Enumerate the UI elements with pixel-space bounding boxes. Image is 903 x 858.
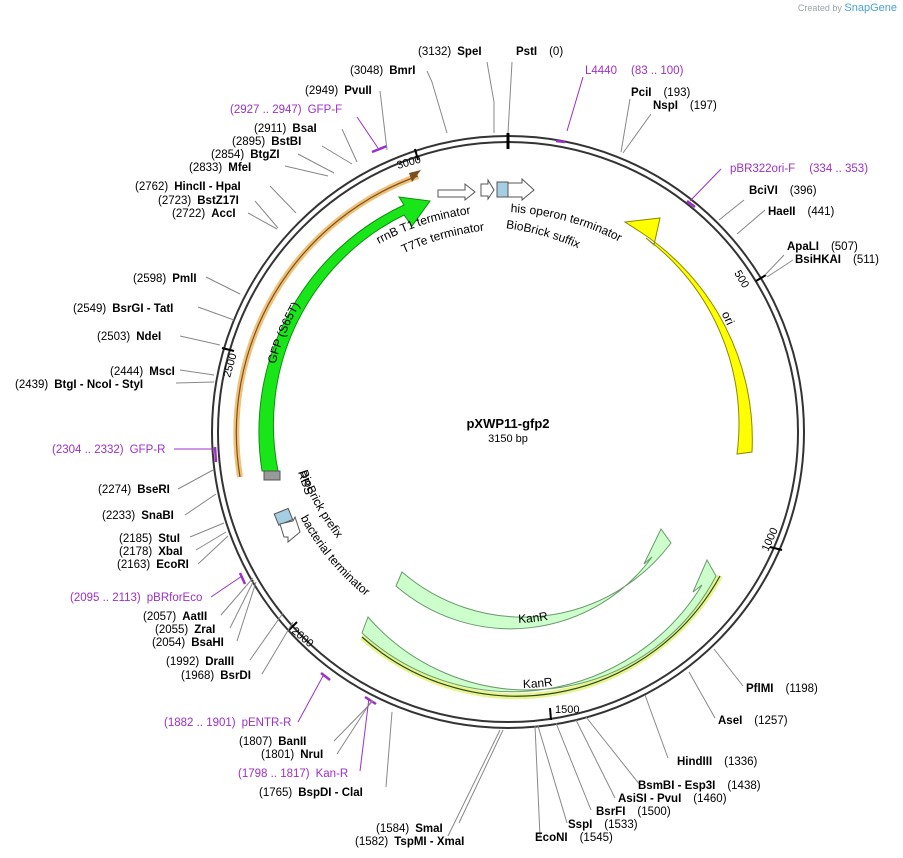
site-label: SspI(1533) — [568, 819, 638, 831]
rbs-feature[interactable] — [263, 470, 281, 481]
site-label: BsmBI - Esp3I(1438) — [638, 780, 761, 792]
tick-label: 2500 — [221, 352, 239, 379]
gfp-outer-line — [235, 175, 419, 478]
site-label: (1801)NruI — [261, 749, 323, 761]
kanr-line — [361, 575, 721, 697]
site-leader-lines — [175, 61, 794, 837]
site-label: (2911)BsaI — [254, 123, 317, 135]
site-label: (3048)BmrI — [350, 65, 415, 77]
primer-label: (1882 .. 1901)pENTR-R — [164, 717, 291, 729]
site-label: (2854)BtgZI — [211, 149, 280, 161]
site-label: (2233)SnaBI — [102, 510, 174, 522]
site-label: (2833)MfeI — [189, 162, 251, 174]
site-label: (2722)AccI — [172, 208, 236, 220]
site-label: (2057)AatII — [143, 611, 207, 623]
site-label: (2274)BseRI — [98, 484, 170, 496]
primer-leader-lines — [174, 76, 722, 772]
primer-label: (2927 .. 2947)GFP-F — [230, 104, 342, 116]
site-label: ApaLI(507) — [787, 241, 858, 253]
site-label: (3132)SpeI — [418, 46, 482, 58]
watermark-prefix: Created by — [797, 3, 842, 13]
site-label: (2444)MscI — [110, 366, 175, 378]
primer-labels: L4440(83 .. 100) (2927 .. 2947)GFP-F pBR… — [52, 65, 868, 780]
t7te-terminator[interactable] — [480, 178, 495, 201]
site-label: (2185)StuI — [119, 533, 180, 545]
plasmid-name: pXWP11-gfp2 — [466, 416, 549, 431]
site-label: (1992)DraIII — [166, 656, 234, 668]
site-label: PflMI(1198) — [746, 683, 818, 695]
site-label: (2055)ZraI — [155, 624, 215, 636]
site-label: (1765)BspDI - ClaI — [259, 787, 363, 799]
ori-label: ori — [719, 309, 737, 327]
site-label: (1807)BanII — [239, 736, 306, 748]
bacterial-terminator[interactable] — [279, 515, 301, 544]
site-label: (2598)PmlI — [133, 273, 197, 285]
primer-label: L4440(83 .. 100) — [585, 65, 684, 77]
primer-marks — [213, 139, 696, 706]
site-label: (2895)BstBI — [232, 136, 301, 148]
plasmid-length: 3150 bp — [488, 433, 528, 445]
site-label: BsrFI(1500) — [596, 806, 671, 818]
primer-label: (2095 .. 2113)pBRforEco — [70, 592, 202, 604]
site-label: PstI(0) — [516, 46, 563, 58]
primer-label: (2304 .. 2332)GFP-R — [52, 444, 165, 456]
site-label: (2949)PvuII — [305, 85, 372, 97]
site-label: (2723)BstZ17I — [158, 195, 239, 207]
kanr-feature-1[interactable] — [395, 528, 672, 630]
site-label: AseI(1257) — [718, 715, 788, 727]
kanr-feature-2[interactable] — [361, 558, 717, 693]
site-label: EcoNI(1545) — [535, 832, 613, 844]
snapgene-logo: SnapGene — [844, 2, 897, 14]
site-label: BsiHKAI(511) — [795, 254, 879, 266]
site-label: (2549)BsrGI - TatI — [73, 303, 173, 315]
primer-label: (1798 .. 1817)Kan-R — [238, 768, 348, 780]
site-label: HindIII(1336) — [677, 756, 758, 768]
site-label: HaeII(441) — [768, 206, 835, 218]
site-label: (2178)XbaI — [119, 546, 183, 558]
his-terminator[interactable] — [507, 177, 535, 202]
gfp-feature[interactable] — [258, 196, 431, 472]
site-label: (2054)BsaHI — [152, 637, 224, 649]
kanr-label-2: KanR — [523, 675, 554, 691]
tick-label: 1500 — [555, 704, 579, 716]
biobrick-suffix[interactable] — [496, 181, 509, 198]
kanr-label-1: KanR — [518, 609, 549, 626]
site-label: (2503)NdeI — [97, 331, 161, 343]
site-label: (1968)BsrDI — [181, 670, 251, 682]
site-label: (1582)TspMI - XmaI — [355, 836, 464, 848]
site-label: PciI(193) — [631, 87, 690, 99]
site-label: (2439)BtgI - NcoI - StyI — [15, 379, 143, 391]
site-label: NspI(197) — [653, 100, 717, 112]
site-label: (2163)EcoRI — [117, 559, 189, 571]
backbone — [211, 133, 805, 729]
watermark: Created by SnapGene — [798, 2, 897, 14]
site-labels: (3132)SpeI PstI(0) (3048)BmrI PciI(193) … — [15, 46, 879, 848]
primer-label: pBR322ori-F(334 .. 353) — [730, 163, 868, 175]
site-label: BciVI(396) — [749, 185, 817, 197]
site-label: AsiSI - PvuI(1460) — [618, 793, 727, 805]
rrnb-terminator[interactable] — [437, 182, 476, 202]
ori-feature[interactable] — [623, 217, 753, 455]
site-label: (1584)SmaI — [376, 823, 443, 835]
tick-label: 500 — [731, 268, 751, 290]
site-label: (2762)HincII - HpaI — [135, 181, 241, 193]
gfp-outer-arrowhead — [409, 170, 421, 182]
